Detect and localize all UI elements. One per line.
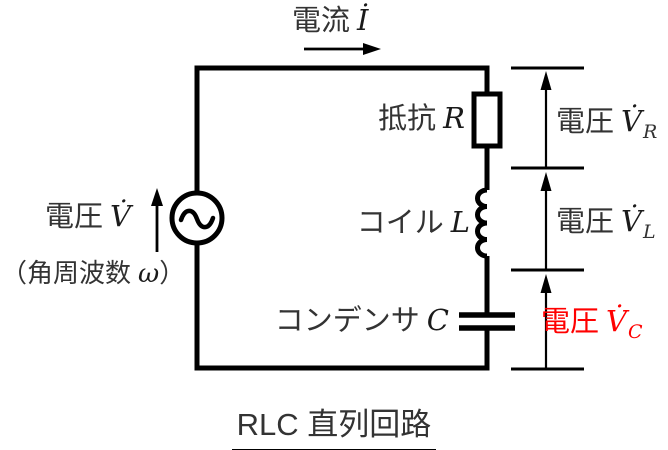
capacitor-symbol xyxy=(459,312,515,331)
ac-source-icon xyxy=(169,190,225,246)
source-voltage-symbol: V̇ xyxy=(110,199,131,233)
resistor-symbol-letter: R xyxy=(443,101,465,135)
resistor-label-text: 抵抗 xyxy=(378,103,437,135)
angular-frequency-symbol: ω xyxy=(138,259,160,289)
voltage-vc-arrow-icon xyxy=(540,274,552,369)
source-voltage-label-text: 電圧 xyxy=(45,201,104,233)
inductor-label-text: コイル xyxy=(356,207,444,239)
voltage-c-symbol: V̇ xyxy=(606,304,627,338)
current-symbol: İ xyxy=(357,3,369,37)
voltage-c-label-text: 電圧 xyxy=(541,306,600,338)
source-voltage-arrow-icon xyxy=(151,188,163,252)
capacitor-symbol-letter: C xyxy=(426,303,449,337)
inductor-symbol xyxy=(475,187,488,259)
voltage-c-subscript: C xyxy=(627,321,643,343)
voltage-l-subscript: L xyxy=(642,221,656,243)
current-arrow-icon xyxy=(304,43,381,55)
current-label-text: 電流 xyxy=(292,5,351,37)
voltage-r-subscript: R xyxy=(642,121,658,143)
voltage-l-label-text: 電圧 xyxy=(556,206,615,238)
inductor-symbol-letter: L xyxy=(450,205,470,239)
voltage-r-label-text: 電圧 xyxy=(556,106,615,138)
voltage-tick-marks xyxy=(511,66,584,371)
angular-frequency-prefix: （角周波数 xyxy=(1,258,132,288)
circuit-wires xyxy=(194,65,490,371)
voltage-vl-arrow-icon xyxy=(540,172,552,270)
voltage-vr-arrow-icon xyxy=(540,71,552,168)
angular-frequency-suffix: ） xyxy=(159,258,186,288)
diagram-title: RLC 直列回路 xyxy=(231,399,437,450)
voltage-r-symbol: V̇ xyxy=(621,104,642,138)
resistor-symbol xyxy=(471,91,503,149)
voltage-l-symbol: V̇ xyxy=(621,204,642,238)
capacitor-label-text: コンデンサ xyxy=(274,305,420,337)
